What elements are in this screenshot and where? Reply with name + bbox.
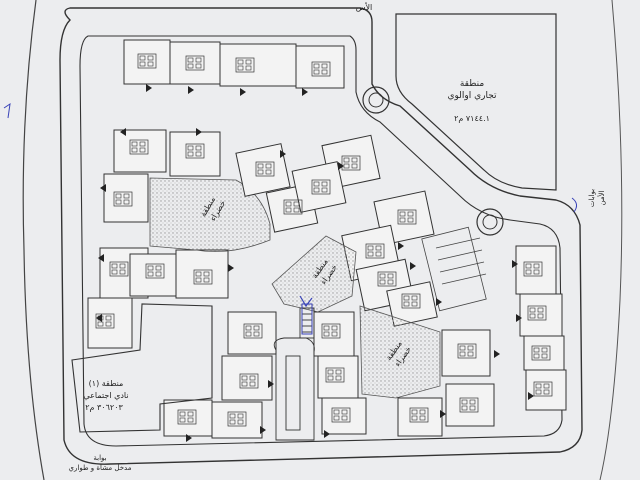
gates-label: بوابات bbox=[588, 189, 596, 207]
building-cluster-center bbox=[235, 134, 438, 327]
commercial-zone bbox=[395, 13, 557, 191]
page-edge-left bbox=[22, 0, 45, 480]
building-row-top bbox=[123, 39, 345, 89]
margin-mark bbox=[3, 102, 11, 119]
bottom-note: مدخل مشاة و طواري bbox=[69, 464, 132, 472]
building-strip-right bbox=[515, 245, 567, 411]
inner-road-boundary bbox=[79, 35, 563, 447]
roundabout-top bbox=[362, 86, 390, 114]
gates-sub: الأمن bbox=[597, 190, 606, 205]
club-sub: نادي اجتماعي bbox=[83, 391, 128, 400]
club-zone bbox=[71, 303, 213, 433]
blue-pen-mark bbox=[299, 295, 313, 308]
green-zone-2 bbox=[271, 235, 357, 313]
street-top-label: الأس bbox=[356, 2, 373, 12]
building-cluster-lower-right bbox=[397, 329, 495, 437]
parking-spine-center bbox=[273, 307, 315, 441]
roundabout-right bbox=[476, 208, 504, 236]
club-area: ٣٠٦٢٠٣ م٢ bbox=[85, 403, 123, 412]
page-edge-right bbox=[599, 0, 623, 480]
bottom-note-2: بوابة bbox=[93, 454, 106, 462]
commercial-area: ٧١٤٤.١ م٢ bbox=[454, 114, 490, 123]
parking-strip-right bbox=[421, 226, 487, 312]
margin-mark-right bbox=[571, 197, 578, 213]
club-label: منطقة (١) bbox=[89, 379, 124, 388]
green-zone-3 bbox=[359, 305, 441, 399]
blue-pen-parking bbox=[301, 303, 313, 335]
outer-road-boundary bbox=[59, 7, 583, 465]
entrance-arrows bbox=[96, 84, 534, 442]
commercial-sub: تجاري اوالوي bbox=[447, 91, 497, 101]
commercial-name: منطقة bbox=[460, 79, 484, 89]
